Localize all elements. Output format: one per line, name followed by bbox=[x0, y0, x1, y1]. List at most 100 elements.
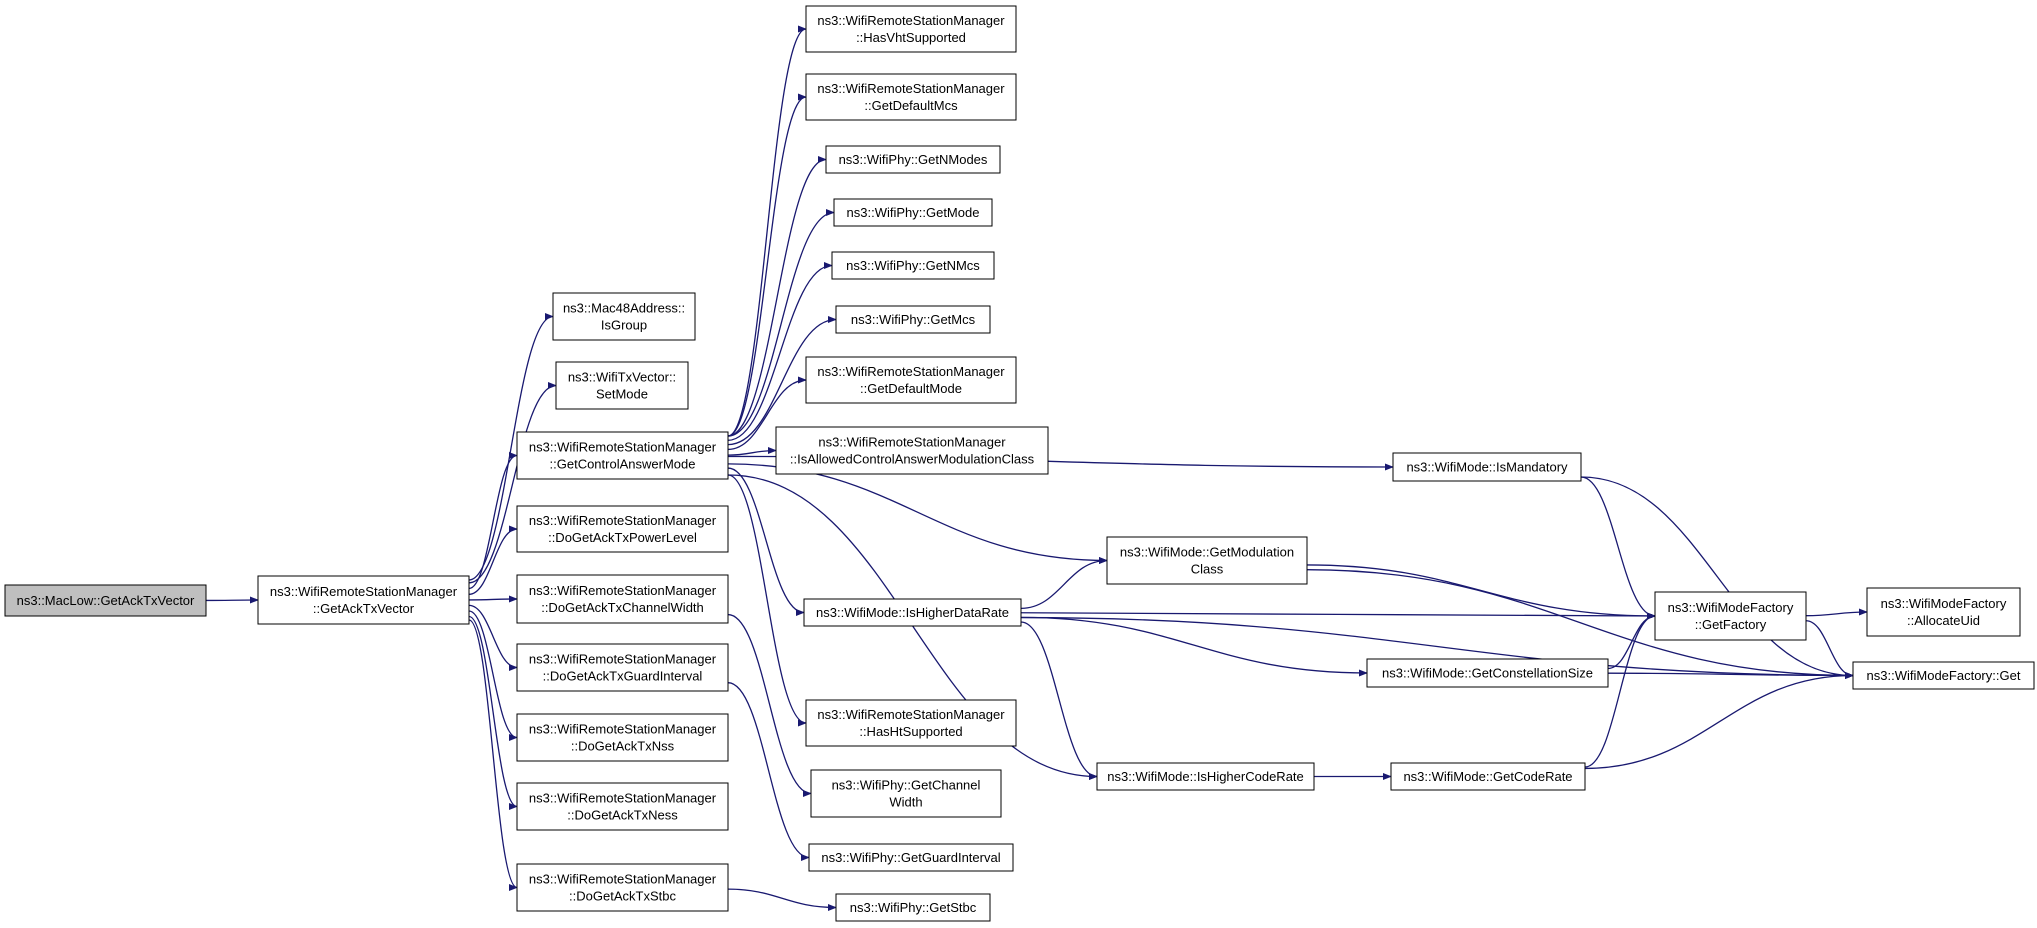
node-nss[interactable]: ns3::WifiRemoteStationManager::DoGetAckT… bbox=[516, 713, 729, 762]
edge-getack-to-powerlevel bbox=[468, 525, 518, 595]
edge-getack-to-guard bbox=[468, 604, 518, 672]
node-box-ismand[interactable] bbox=[1392, 452, 1582, 482]
node-box-ishighercr[interactable] bbox=[1096, 762, 1315, 791]
edge-ismand-to-getfactory bbox=[1580, 476, 1656, 620]
node-box-hasvht[interactable] bbox=[805, 5, 1017, 53]
node-box-powerlevel[interactable] bbox=[516, 505, 729, 553]
node-box-getmode[interactable] bbox=[833, 198, 993, 227]
node-ishigherdr[interactable]: ns3::WifiMode::IsHigherDataRate bbox=[803, 598, 1022, 627]
node-ismand[interactable]: ns3::WifiMode::IsMandatory bbox=[1392, 452, 1582, 482]
node-box-hasht[interactable] bbox=[805, 699, 1017, 747]
node-guard[interactable]: ns3::WifiRemoteStationManager::DoGetAckT… bbox=[516, 643, 729, 692]
node-isgroup[interactable]: ns3::Mac48Address::IsGroup bbox=[552, 292, 696, 341]
edge-getack-to-gcam bbox=[468, 451, 518, 590]
node-getmode[interactable]: ns3::WifiPhy::GetMode bbox=[833, 198, 993, 227]
edge-getcoderate-to-getfactory bbox=[1584, 612, 1656, 768]
node-box-isgroup[interactable] bbox=[552, 292, 696, 341]
node-label-gcam-0: ns3::WifiRemoteStationManager bbox=[529, 440, 717, 455]
node-box-defmode[interactable] bbox=[805, 356, 1017, 404]
node-label-nss-0: ns3::WifiRemoteStationManager bbox=[529, 722, 717, 737]
edge-getcoderate-to-mfget bbox=[1584, 671, 1854, 770]
node-defmode[interactable]: ns3::WifiRemoteStationManager::GetDefaul… bbox=[805, 356, 1017, 404]
node-box-nss[interactable] bbox=[516, 713, 729, 762]
node-label-nss-1: ::DoGetAckTxNss bbox=[571, 739, 675, 754]
node-label-hasvht-0: ns3::WifiRemoteStationManager bbox=[817, 13, 1005, 28]
edge-gcam-to-getnmodes bbox=[727, 155, 827, 437]
edge-gcam-to-getmode bbox=[727, 208, 835, 437]
node-box-setmode[interactable] bbox=[555, 361, 689, 410]
node-box-getmcs[interactable] bbox=[835, 305, 991, 334]
node-box-isallowed[interactable] bbox=[775, 426, 1049, 475]
node-phystbc[interactable]: ns3::WifiPhy::GetStbc bbox=[835, 893, 991, 922]
node-box-ness[interactable] bbox=[516, 782, 729, 831]
node-box-getack[interactable] bbox=[257, 575, 470, 625]
node-label-getfactory-0: ns3::WifiModeFactory bbox=[1668, 600, 1794, 615]
edge-gcam-to-getnmcs bbox=[727, 261, 833, 441]
edge-getack-to-nss bbox=[468, 610, 518, 742]
node-label-ishighercr-0: ns3::WifiMode::IsHigherCodeRate bbox=[1107, 769, 1304, 784]
node-ness[interactable]: ns3::WifiRemoteStationManager::DoGetAckT… bbox=[516, 782, 729, 831]
node-defmcs[interactable]: ns3::WifiRemoteStationManager::GetDefaul… bbox=[805, 73, 1017, 121]
node-box-chwidth[interactable] bbox=[516, 574, 729, 624]
node-label-defmcs-1: ::GetDefaultMcs bbox=[864, 98, 958, 113]
node-stbc[interactable]: ns3::WifiRemoteStationManager::DoGetAckT… bbox=[516, 863, 729, 912]
node-hasvht[interactable]: ns3::WifiRemoteStationManager::HasVhtSup… bbox=[805, 5, 1017, 53]
node-label-hasvht-1: ::HasVhtSupported bbox=[856, 30, 966, 45]
edge-getack-to-ness bbox=[468, 615, 518, 811]
node-getcoderate[interactable]: ns3::WifiMode::GetCodeRate bbox=[1390, 762, 1586, 791]
node-label-getmodclass-0: ns3::WifiMode::GetModulation bbox=[1120, 545, 1294, 560]
node-isallowed[interactable]: ns3::WifiRemoteStationManager::IsAllowed… bbox=[775, 426, 1049, 475]
node-getmcs[interactable]: ns3::WifiPhy::GetMcs bbox=[835, 305, 991, 334]
node-getack[interactable]: ns3::WifiRemoteStationManager::GetAckTxV… bbox=[257, 575, 470, 625]
node-mfget[interactable]: ns3::WifiModeFactory::Get bbox=[1852, 661, 2035, 690]
edge-chwidth-to-phychw bbox=[727, 613, 812, 798]
node-label-defmode-0: ns3::WifiRemoteStationManager bbox=[817, 364, 1005, 379]
node-chwidth[interactable]: ns3::WifiRemoteStationManager::DoGetAckT… bbox=[516, 574, 729, 624]
node-gcam[interactable]: ns3::WifiRemoteStationManager::GetContro… bbox=[516, 431, 729, 480]
node-box-getnmcs[interactable] bbox=[831, 251, 995, 280]
node-box-getnmodes[interactable] bbox=[825, 145, 1001, 174]
node-label-getack-0: ns3::WifiRemoteStationManager bbox=[270, 584, 458, 599]
node-box-mfget[interactable] bbox=[1852, 661, 2035, 690]
node-label-isallowed-0: ns3::WifiRemoteStationManager bbox=[818, 435, 1006, 450]
node-label-chwidth-0: ns3::WifiRemoteStationManager bbox=[529, 583, 717, 598]
node-powerlevel[interactable]: ns3::WifiRemoteStationManager::DoGetAckT… bbox=[516, 505, 729, 553]
node-setmode[interactable]: ns3::WifiTxVector::SetMode bbox=[555, 361, 689, 410]
node-box-stbc[interactable] bbox=[516, 863, 729, 912]
node-box-getcoderate[interactable] bbox=[1390, 762, 1586, 791]
node-box-ishigherdr[interactable] bbox=[803, 598, 1022, 627]
node-alloc[interactable]: ns3::WifiModeFactory::AllocateUid bbox=[1866, 587, 2021, 637]
node-box-phygi[interactable] bbox=[808, 843, 1014, 872]
node-label-mfget-0: ns3::WifiModeFactory::Get bbox=[1867, 668, 2021, 683]
node-hasht[interactable]: ns3::WifiRemoteStationManager::HasHtSupp… bbox=[805, 699, 1017, 747]
node-getcons[interactable]: ns3::WifiMode::GetConstellationSize bbox=[1366, 658, 1609, 688]
node-label-getcoderate-0: ns3::WifiMode::GetCodeRate bbox=[1403, 769, 1572, 784]
node-label-defmcs-0: ns3::WifiRemoteStationManager bbox=[817, 81, 1005, 96]
node-box-alloc[interactable] bbox=[1866, 587, 2021, 637]
node-box-phystbc[interactable] bbox=[835, 893, 991, 922]
node-label-alloc-0: ns3::WifiModeFactory bbox=[1881, 596, 2007, 611]
edge-getfactory-to-alloc bbox=[1805, 608, 1868, 617]
edge-ishigherdr-to-getfactory bbox=[1020, 612, 1656, 620]
node-box-gcam[interactable] bbox=[516, 431, 729, 480]
node-box-getmodclass[interactable] bbox=[1106, 536, 1308, 585]
node-label-getmcs-0: ns3::WifiPhy::GetMcs bbox=[851, 312, 976, 327]
node-getfactory[interactable]: ns3::WifiModeFactory::GetFactory bbox=[1654, 591, 1807, 641]
node-box-root[interactable] bbox=[4, 584, 207, 617]
node-box-defmcs[interactable] bbox=[805, 73, 1017, 121]
node-label-defmode-1: ::GetDefaultMode bbox=[860, 381, 962, 396]
node-getnmcs[interactable]: ns3::WifiPhy::GetNMcs bbox=[831, 251, 995, 280]
node-phygi[interactable]: ns3::WifiPhy::GetGuardInterval bbox=[808, 843, 1014, 872]
node-getnmodes[interactable]: ns3::WifiPhy::GetNModes bbox=[825, 145, 1001, 174]
node-ishighercr[interactable]: ns3::WifiMode::IsHigherCodeRate bbox=[1096, 762, 1315, 791]
edge-ismand-to-mfget bbox=[1580, 476, 1854, 680]
node-box-phychw[interactable] bbox=[810, 769, 1002, 818]
node-box-guard[interactable] bbox=[516, 643, 729, 692]
node-label-guard-1: ::DoGetAckTxGuardInterval bbox=[543, 669, 703, 684]
node-label-phygi-0: ns3::WifiPhy::GetGuardInterval bbox=[821, 850, 1000, 865]
node-root[interactable]: ns3::MacLow::GetAckTxVector bbox=[4, 584, 207, 617]
node-box-getcons[interactable] bbox=[1366, 658, 1609, 688]
node-box-getfactory[interactable] bbox=[1654, 591, 1807, 641]
